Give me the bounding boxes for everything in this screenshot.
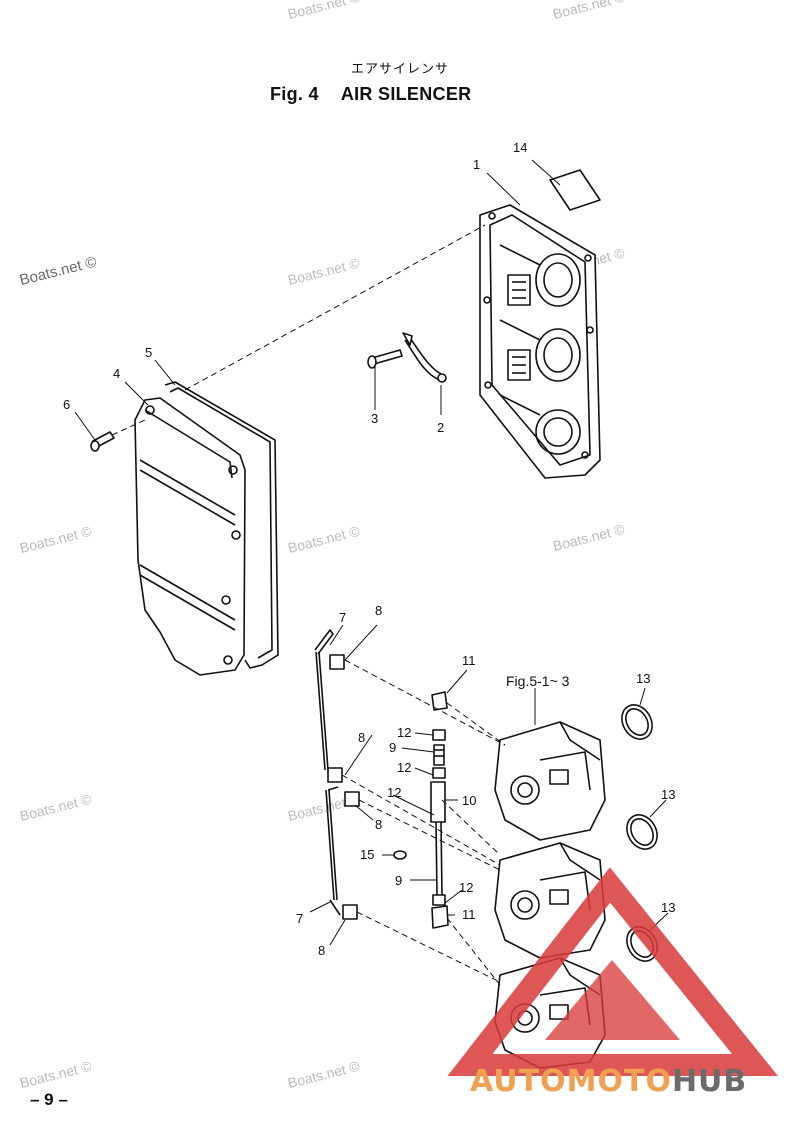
page-number: – 9 – <box>30 1090 68 1109</box>
callout-6: 6 <box>63 397 71 412</box>
link-rod-lower <box>325 786 341 916</box>
fuel-joint-assembly <box>430 691 449 929</box>
callout-9: 9 <box>389 740 397 755</box>
callout-8: 8 <box>375 603 383 618</box>
callout-12: 12 <box>459 880 474 895</box>
callout-14: 14 <box>513 140 528 155</box>
callout-10: 10 <box>462 793 477 808</box>
callout-9: 9 <box>395 873 403 888</box>
figure-title-text: AIR SILENCER <box>340 84 472 104</box>
breather-pipe <box>402 332 447 383</box>
callout-8: 8 <box>375 817 383 832</box>
callout-11: 11 <box>462 653 476 668</box>
gasket <box>164 381 279 669</box>
japanese-title: エアサイレンサ <box>350 62 449 77</box>
logo-part-auto: AUTO <box>470 1064 567 1099</box>
automotohub-logo-text: AUTOMOTOHUB <box>470 1064 747 1099</box>
figure-number: Fig. 4 <box>270 84 319 104</box>
callout-13: 13 <box>636 671 651 686</box>
callout-12: 12 <box>397 725 412 740</box>
figure-reference: Fig.5-1~ 3 <box>506 673 570 689</box>
callout-13: 13 <box>661 900 676 915</box>
silencer-cover <box>134 397 246 676</box>
callout-8: 8 <box>318 943 326 958</box>
callout-7: 7 <box>296 911 304 926</box>
small-clip <box>393 850 407 860</box>
figure-title: Fig. 4 AIR SILENCER <box>270 84 471 105</box>
carburetor-upper <box>494 721 606 841</box>
logo-part-hub: HUB <box>671 1064 748 1099</box>
link-rod-upper <box>314 629 334 771</box>
callout-12: 12 <box>387 785 402 800</box>
label-sticker-part <box>549 169 601 211</box>
automotohub-logo-triangle <box>447 867 778 1076</box>
bolt-part <box>367 349 403 369</box>
callout-3: 3 <box>371 411 379 426</box>
callout-13: 13 <box>661 787 676 802</box>
callout-1: 1 <box>473 157 481 172</box>
callout-4: 4 <box>113 366 121 381</box>
callout-5: 5 <box>145 345 153 360</box>
callout-7: 7 <box>339 610 347 625</box>
callout-11: 11 <box>462 907 476 922</box>
callout-8: 8 <box>358 730 366 745</box>
logo-part-moto: MOTO <box>566 1064 672 1099</box>
clip-parts <box>327 654 360 920</box>
screw-part <box>90 431 115 452</box>
callout-12: 12 <box>397 760 412 775</box>
callout-15: 15 <box>360 847 375 862</box>
callout-2: 2 <box>437 420 445 435</box>
silencer-base-plate <box>479 204 601 479</box>
